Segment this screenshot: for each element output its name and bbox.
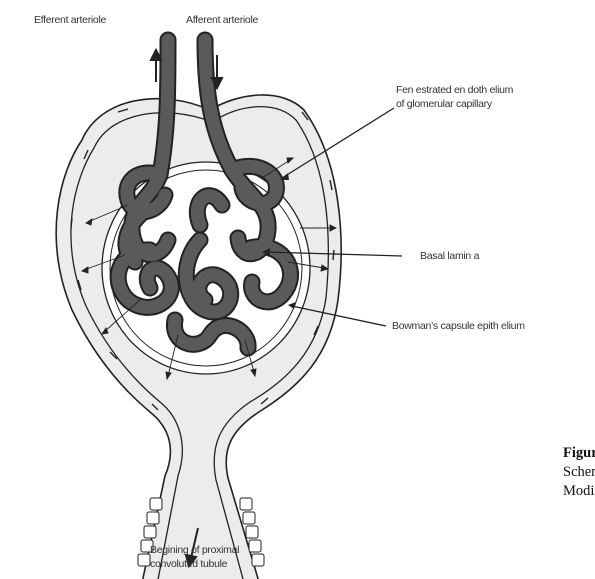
label-fenestrated-endothelium-1: Fen estrated en doth elium [396, 84, 513, 96]
figure-caption-fragment: Figur Schen Modi [563, 444, 595, 501]
label-fenestrated-endothelium-2: of glomerular capillary [396, 98, 492, 110]
label-efferent-arteriole: Efferent arteriole [34, 14, 106, 26]
label-afferent-arteriole: Afferent arteriole [186, 14, 258, 26]
label-proximal-tubule-2: convoluted tubule [150, 558, 227, 570]
caption-line-2: Schen [563, 463, 595, 482]
label-basal-lamina: Basal lamin a [420, 250, 479, 262]
caption-line-3: Modi [563, 482, 595, 501]
label-bowman-capsule-epithelium: Bowman’s capsule epith elium [392, 320, 525, 332]
caption-line-1: Figur [563, 445, 595, 461]
label-proximal-tubule-1: Begining of proximal [150, 544, 239, 556]
